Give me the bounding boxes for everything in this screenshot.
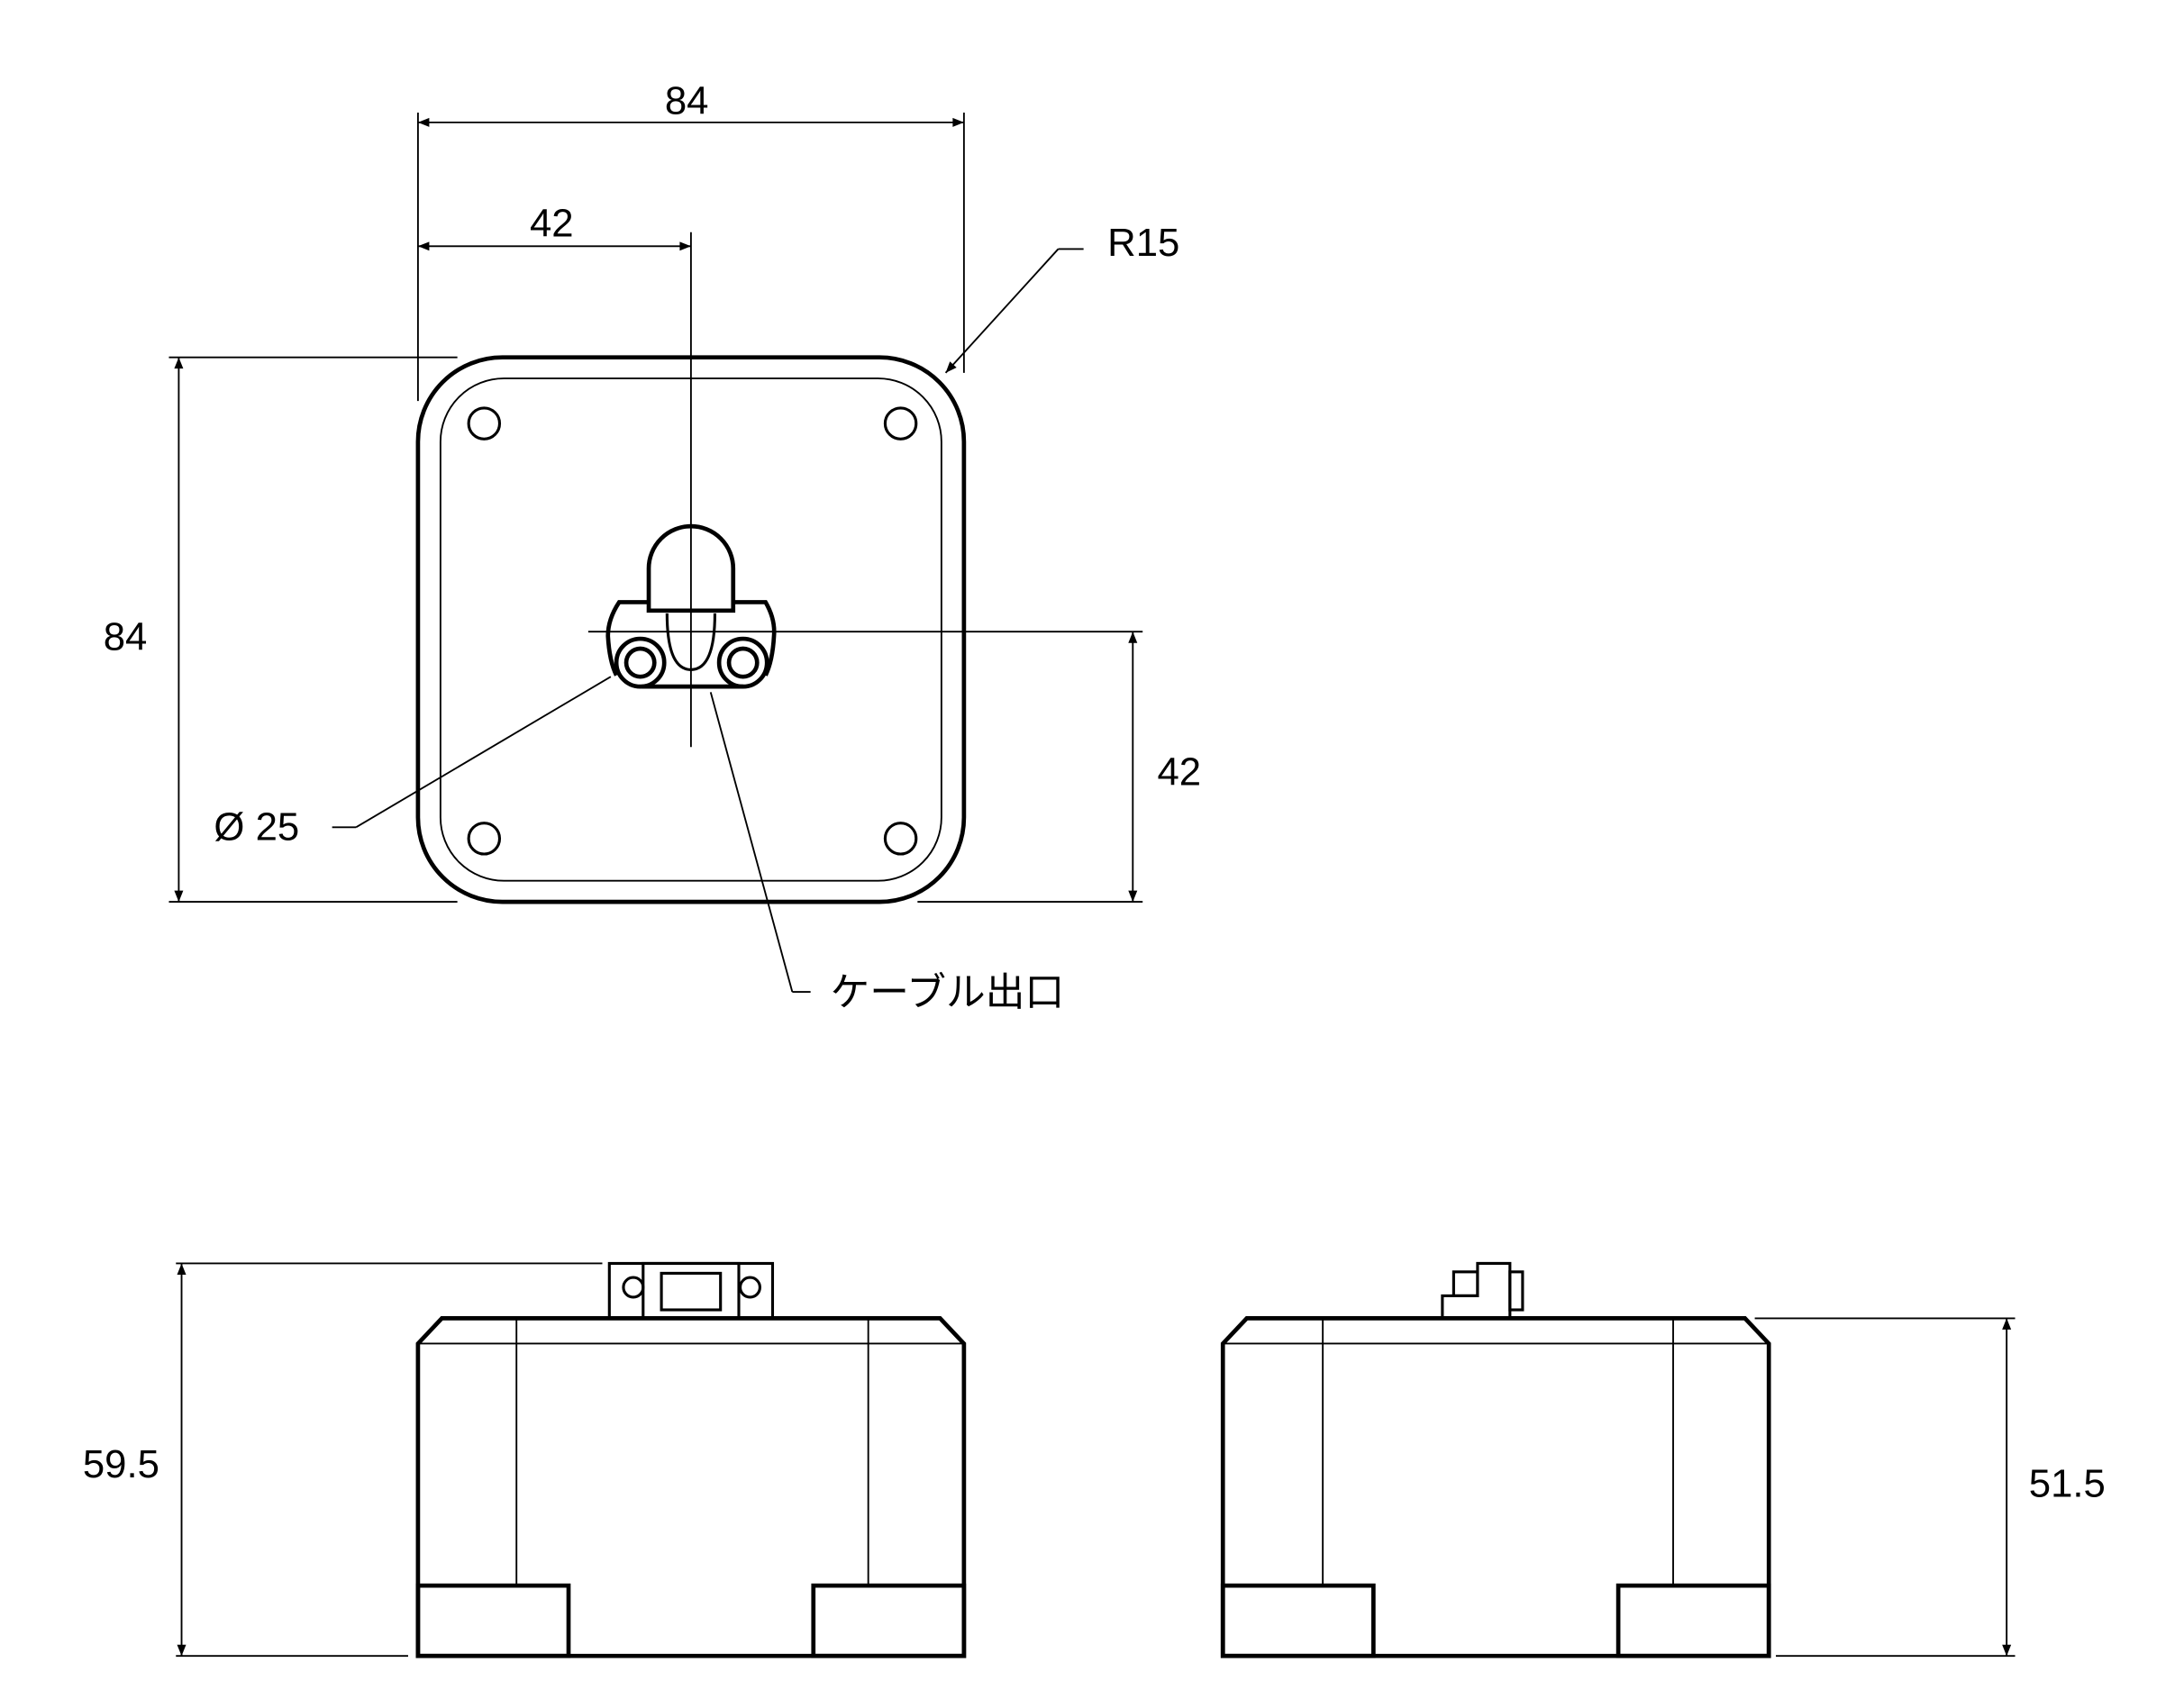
side-view: 51.5 xyxy=(1220,1261,2106,1658)
mount-hole xyxy=(883,406,918,441)
mount-hole xyxy=(467,822,502,856)
dimension-height-59-5: 59.5 xyxy=(83,1262,603,1658)
cable-exit-label: ケーブル出口 xyxy=(831,971,1065,1015)
diameter-callout: Ø 25 xyxy=(214,676,612,849)
foot xyxy=(1615,1583,1771,1658)
top-view: 84 42 84 42 R15 Ø 25 xyxy=(104,79,1201,1015)
mount-hole xyxy=(883,822,918,856)
foot xyxy=(415,1583,571,1658)
foot xyxy=(811,1583,967,1658)
radius-callout: R15 xyxy=(944,221,1179,374)
dimension-height-84: 84 xyxy=(104,356,458,904)
radius-label: R15 xyxy=(1107,221,1179,265)
cable-bracket xyxy=(607,1261,775,1320)
mount-hole xyxy=(467,406,502,441)
cable-exit-part xyxy=(605,523,777,689)
dim-label: 42 xyxy=(530,201,574,245)
diameter-label: Ø 25 xyxy=(214,804,299,849)
dimension-half-height-42: 42 xyxy=(917,631,1202,904)
cable-bracket-side xyxy=(1441,1261,1524,1320)
cable-exit-callout: ケーブル出口 xyxy=(709,692,1065,1015)
dim-label: 42 xyxy=(1158,750,1202,794)
dim-label: 84 xyxy=(104,615,148,659)
front-view: 59.5 xyxy=(83,1261,967,1658)
dimension-half-width-42: 42 xyxy=(417,201,691,251)
dimension-width-84: 84 xyxy=(416,79,965,402)
foot xyxy=(1220,1583,1376,1658)
dimension-height-51-5: 51.5 xyxy=(1754,1317,2106,1658)
dim-label: 59.5 xyxy=(83,1442,159,1486)
dim-label: 84 xyxy=(665,79,709,123)
dim-label: 51.5 xyxy=(2029,1462,2106,1506)
